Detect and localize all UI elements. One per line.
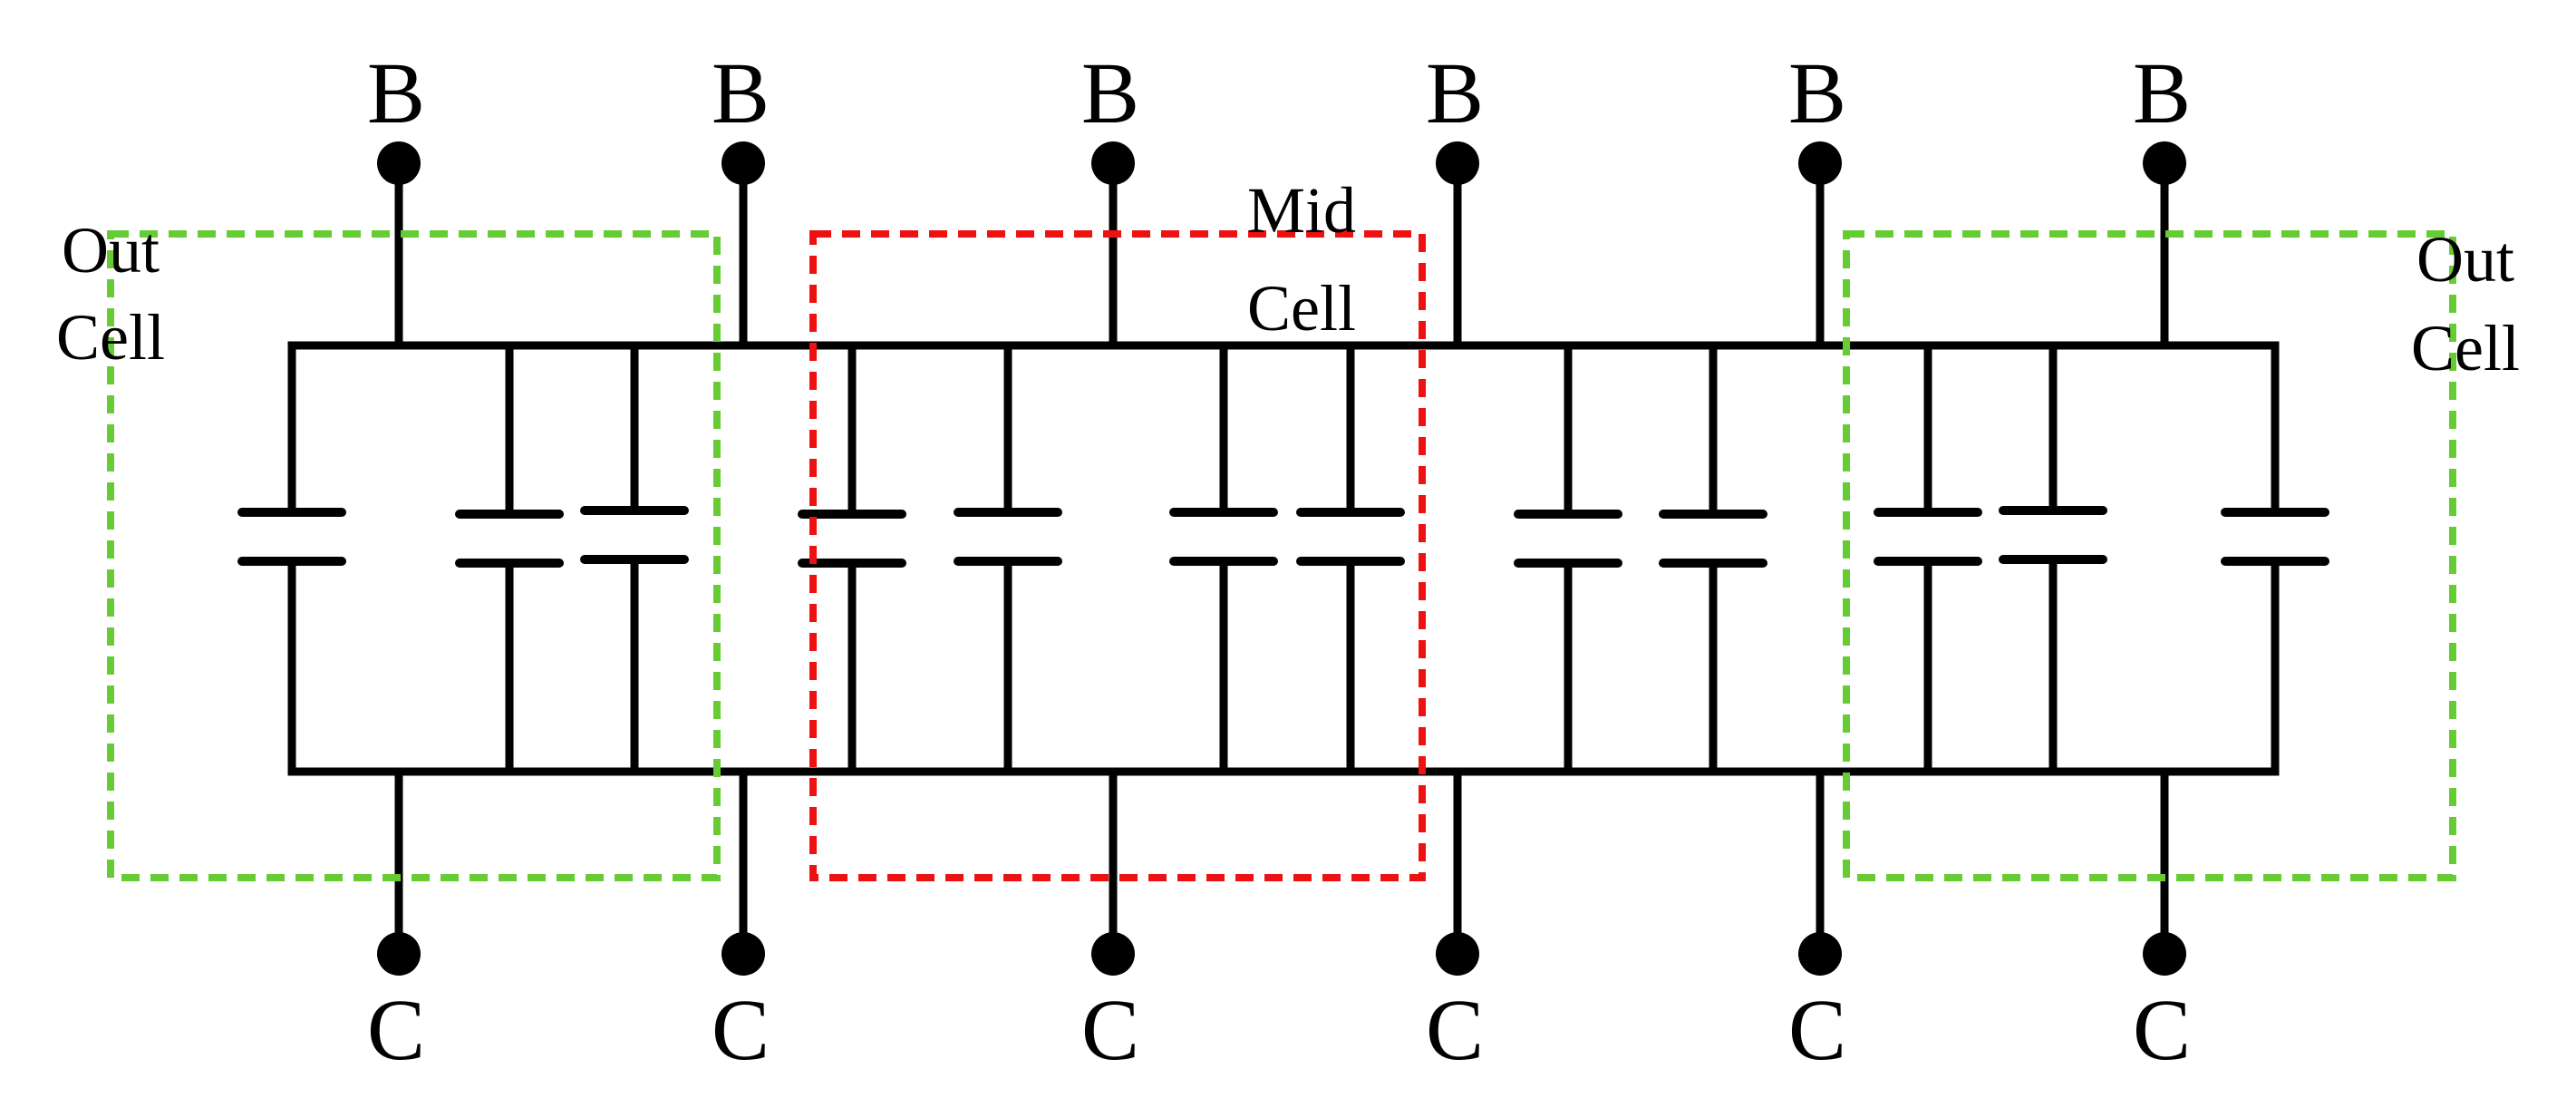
terminal-c: C [367, 767, 425, 1078]
cell-labels: Out Cell Mid Cell Out Cell [56, 174, 2520, 384]
terminal-b: B [1426, 44, 1484, 350]
terminal-label-c: C [1426, 981, 1484, 1078]
terminal-c: C [1788, 767, 1846, 1078]
capacitor [1296, 341, 1405, 776]
capacitor [2221, 341, 2329, 776]
out-cell-right-box [1843, 230, 2456, 881]
capacitor [455, 341, 564, 776]
terminal-label-c: C [367, 981, 425, 1078]
capacitor [1169, 341, 1278, 776]
terminal-label-c: C [1081, 981, 1139, 1078]
terminal-c: C [1426, 767, 1484, 1078]
terminal-label-c: C [1788, 981, 1846, 1078]
terminal-label-b: B [1426, 44, 1484, 141]
capacitor [954, 341, 1062, 776]
terminal-b: B [2133, 44, 2191, 350]
terminal-label-b: B [367, 44, 425, 141]
terminal-c: C [1081, 767, 1139, 1078]
capacitor [237, 341, 346, 776]
mid-cell-label-line2: Cell [1247, 272, 1356, 345]
terminal-label-b: B [712, 44, 770, 141]
out-cell-left-label-line1: Out [62, 214, 160, 287]
mid-cell-label-line1: Mid [1247, 174, 1356, 247]
cell-boxes [107, 230, 2456, 881]
capacitor-bank [237, 341, 2329, 776]
out-cell-right-label-line1: Out [2416, 223, 2514, 296]
capacitor [1874, 341, 1982, 776]
out-cell-left-label-line2: Cell [56, 301, 165, 374]
terminal-b: B [1788, 44, 1846, 350]
out-cell-right-label-line2: Cell [2411, 312, 2520, 384]
bus-rails [287, 341, 2280, 776]
terminal-label-b: B [1788, 44, 1846, 141]
terminal-b: B [1081, 44, 1139, 350]
capacitor [1659, 341, 1767, 776]
terminal-label-c: C [2133, 981, 2191, 1078]
terminal-label-c: C [712, 981, 770, 1078]
capacitor [1514, 341, 1622, 776]
terminal-c: C [2133, 767, 2191, 1078]
terminal-label-b: B [2133, 44, 2191, 141]
capacitor [798, 341, 906, 776]
mid-cell-box [809, 230, 1426, 881]
terminal-c: C [712, 767, 770, 1078]
capacitor [580, 341, 689, 776]
terminal-b: B [712, 44, 770, 350]
terminal-b: B [367, 44, 425, 350]
capacitor [1999, 341, 2107, 776]
terminal-label-b: B [1081, 44, 1139, 141]
out-cell-left-box [107, 230, 721, 881]
terminals: B C B C B C B C B C B C [367, 44, 2191, 1078]
